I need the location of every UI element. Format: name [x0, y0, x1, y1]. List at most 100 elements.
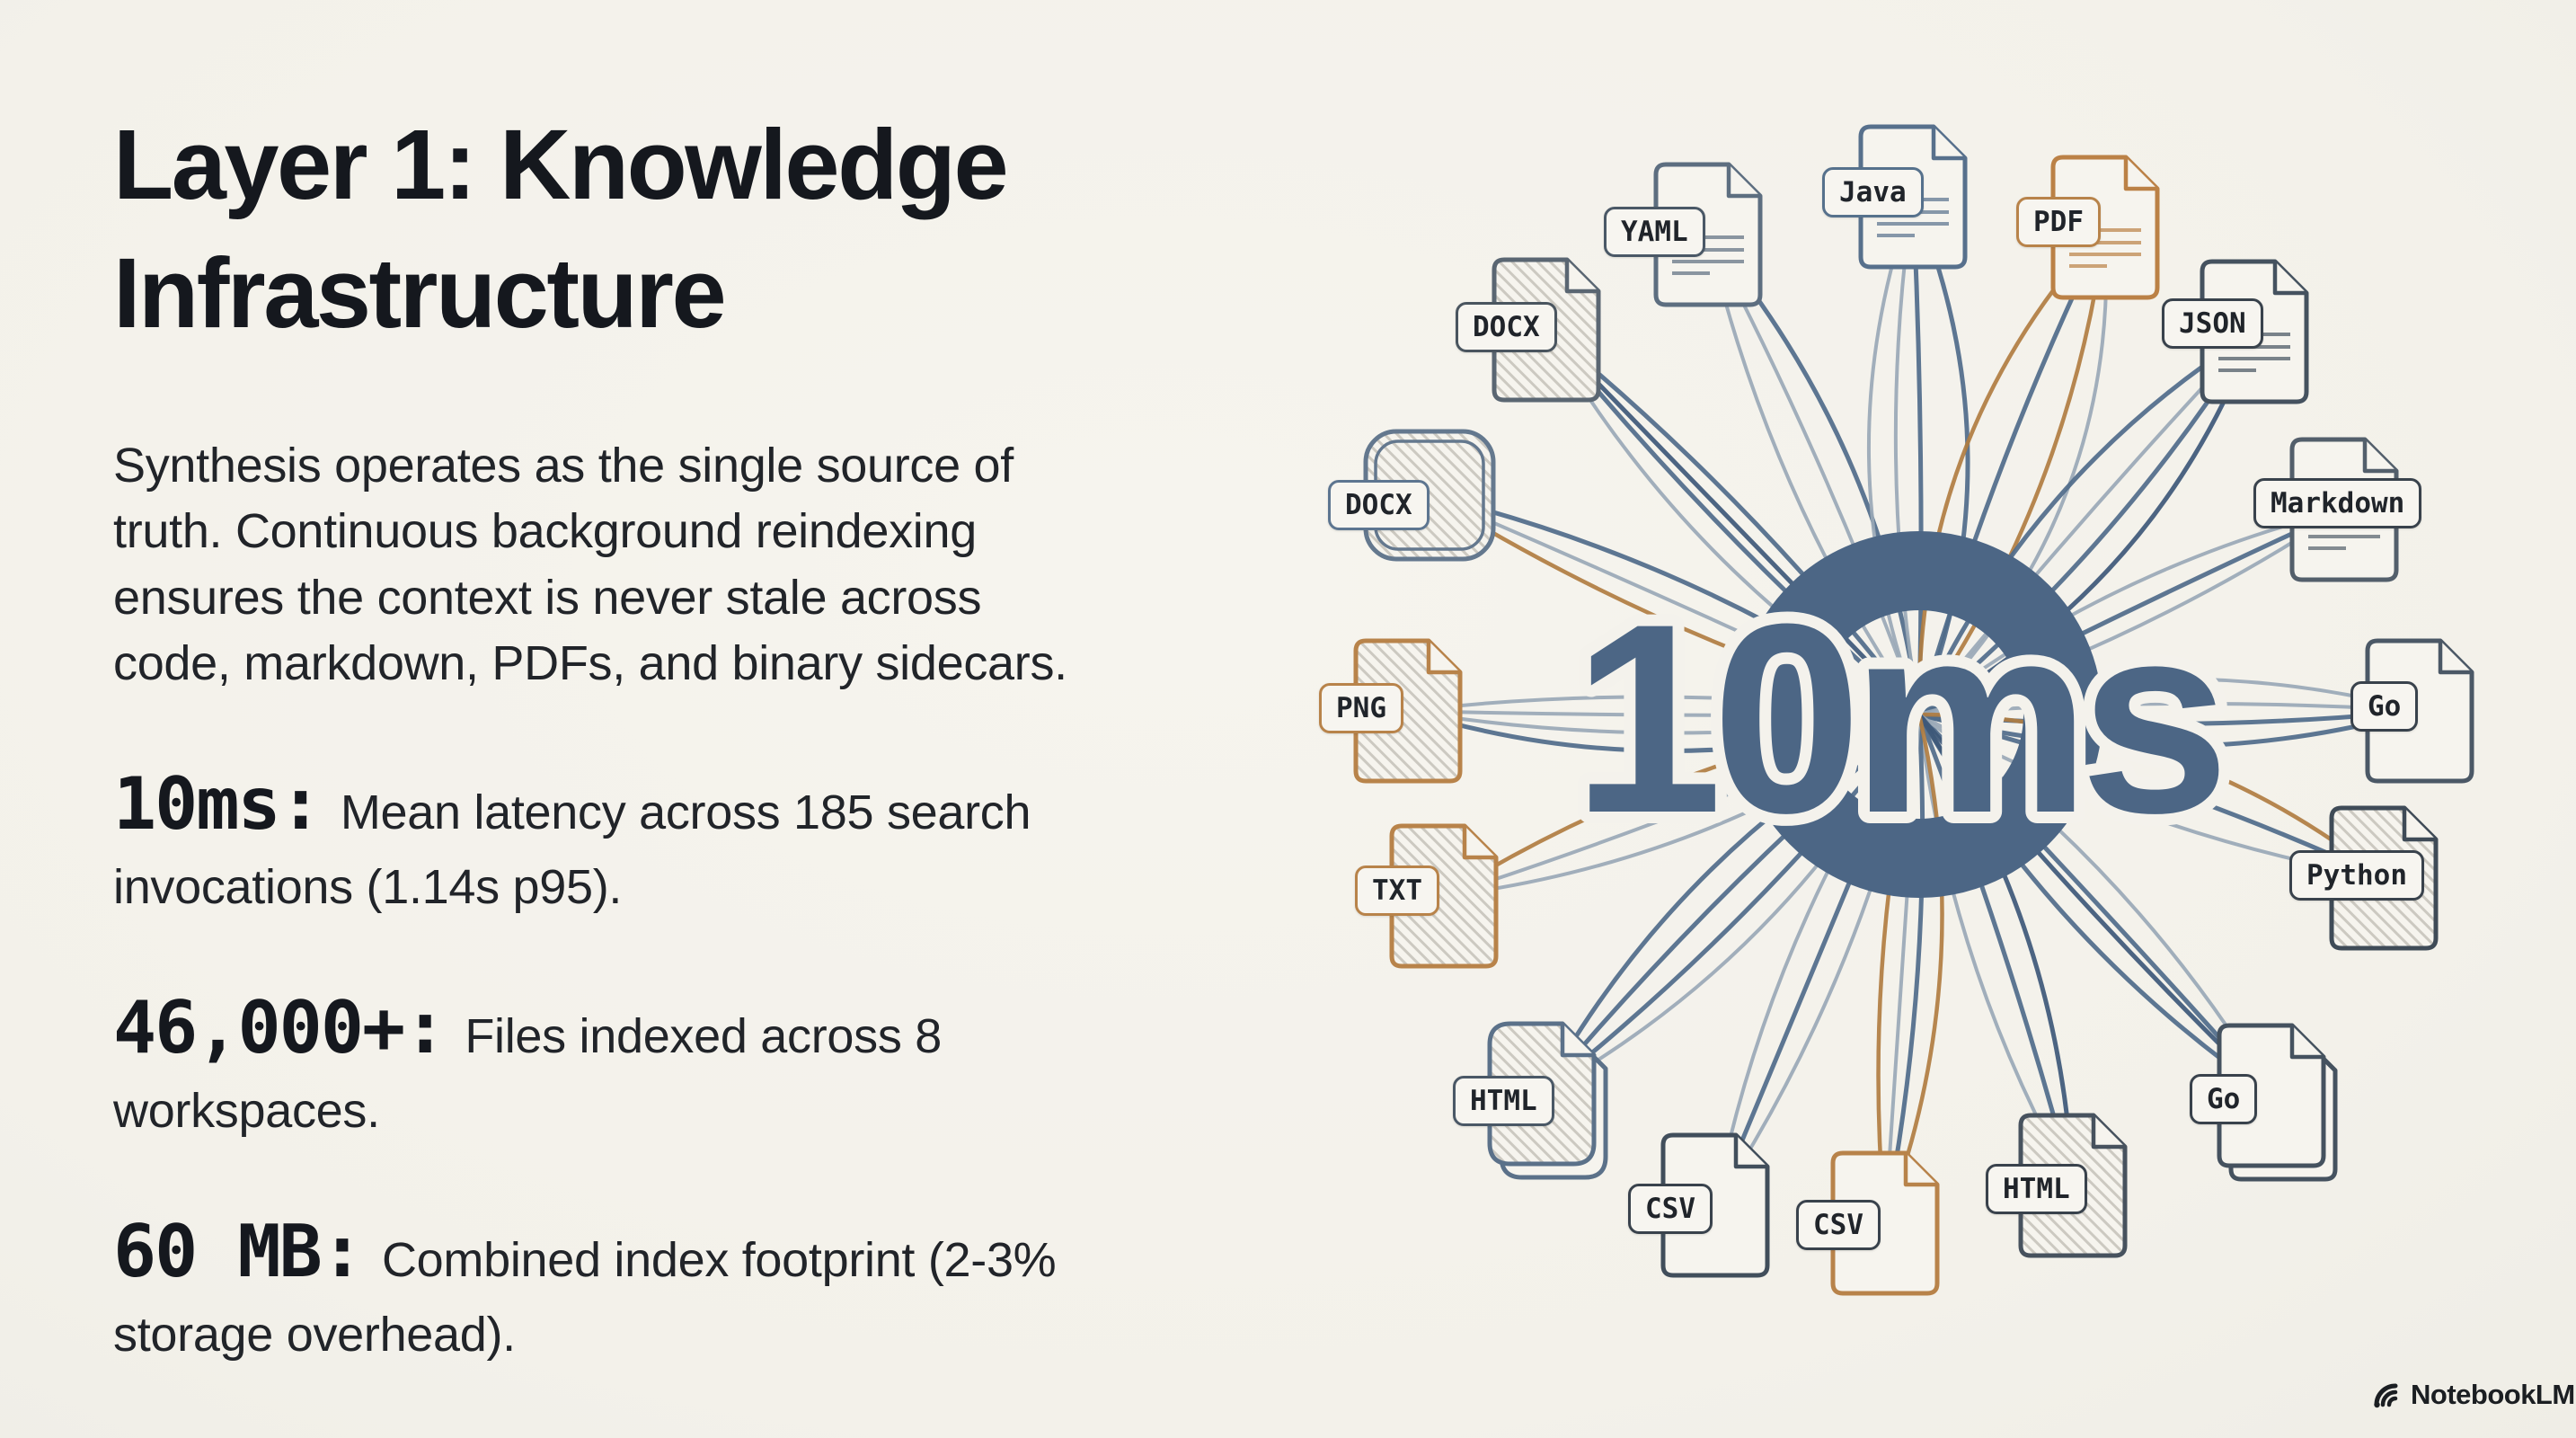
edge-json — [1917, 330, 2256, 716]
java-file-icon — [1858, 124, 1968, 270]
edge-png — [1406, 709, 1921, 717]
edge-docx2 — [1427, 493, 1922, 717]
hub-ring — [1736, 531, 2102, 898]
file-node-python: Python — [2289, 805, 2444, 961]
edge-yaml — [1705, 232, 1922, 717]
notebooklm-watermark: NotebookLM — [2370, 1379, 2575, 1411]
edge-markdown — [1917, 508, 2346, 716]
edge-go1 — [1917, 708, 2422, 749]
file-node-docx2: DOCX — [1328, 428, 1502, 573]
file-type-label: JSON — [2162, 298, 2263, 349]
title-line-2: Infrastructure — [113, 238, 727, 349]
edge-csv1 — [1713, 712, 1922, 1208]
intro-paragraph: Synthesis operates as the single source … — [113, 433, 1227, 697]
file-type-label: HTML — [1453, 1076, 1554, 1126]
docx2-file-icon — [1363, 429, 1496, 562]
text-panel: Layer 1: Knowledge Infrastructure Synthe… — [113, 101, 1227, 1368]
edge-java — [1910, 194, 1924, 717]
file-type-label: Go — [2190, 1074, 2258, 1124]
edge-go2 — [1917, 712, 2274, 1098]
file-type-label: PDF — [2016, 197, 2101, 247]
file-node-go1: Go — [2350, 638, 2480, 794]
text-line: truth. Continuous background reindexing — [113, 504, 977, 559]
markdown-file-icon — [2289, 437, 2399, 582]
title-line-1: Layer 1: Knowledge — [113, 110, 1009, 220]
edge-html1 — [1539, 712, 1922, 1096]
edge-pdf — [1917, 225, 2108, 717]
yaml-file-icon — [1653, 162, 1763, 307]
file-type-label: CSV — [1628, 1184, 1713, 1234]
edge-html2 — [1917, 712, 2076, 1188]
file-node-csv1: CSV — [1628, 1132, 1775, 1288]
edge-png — [1406, 709, 1921, 735]
docx1-file-icon — [1492, 257, 1601, 403]
file-node-txt: TXT — [1355, 823, 1504, 979]
file-type-label: Python — [2289, 850, 2424, 901]
edge-yaml — [1706, 233, 1921, 716]
edge-csv2 — [1882, 712, 1944, 1226]
edge-docx1 — [1544, 327, 1922, 717]
html1-file-icon — [1487, 1021, 1608, 1180]
stat-item: 10ms:Mean latency across 185 search invo… — [113, 755, 1182, 921]
notebooklm-logo-icon — [2374, 1383, 2398, 1408]
edge-docx2 — [1427, 493, 1922, 717]
file-node-markdown: Markdown — [2253, 437, 2422, 592]
edge-csv2 — [1882, 712, 1925, 1226]
edge-pdf — [1917, 226, 2109, 716]
edge-java — [1910, 194, 1970, 717]
edge-docx1 — [1545, 328, 1921, 716]
csv2-file-icon — [1830, 1150, 1940, 1296]
file-node-png: PNG — [1319, 638, 1468, 794]
edge-txt — [1442, 713, 1921, 898]
json-file-icon — [2200, 259, 2309, 404]
file-type-label: Markdown — [2253, 478, 2422, 528]
edge-pdf — [1917, 225, 2108, 717]
edge-csv1 — [1713, 713, 1921, 1207]
edge-java — [1866, 195, 1921, 716]
edge-html1 — [1540, 713, 1921, 1096]
edge-txt — [1441, 712, 1922, 899]
stat-value: 46,000+: — [113, 985, 447, 1070]
edge-python — [1917, 712, 2386, 881]
notebooklm-label: NotebookLM — [2411, 1379, 2575, 1410]
file-node-go2: Go — [2190, 1023, 2342, 1191]
python-file-icon — [2329, 805, 2439, 951]
file-node-html2: HTML — [1986, 1113, 2133, 1268]
go2-file-icon — [2217, 1023, 2338, 1182]
stat-value: 10ms: — [113, 761, 323, 846]
file-type-label: YAML — [1604, 207, 1705, 257]
edge-go2 — [1917, 713, 2273, 1097]
edge-java — [1893, 195, 1921, 716]
stat-value: 60 MB: — [113, 1209, 364, 1293]
file-node-html1: HTML — [1453, 1021, 1613, 1189]
file-type-label: PNG — [1319, 683, 1403, 733]
stat-desc: Combined index footprint (2-3% storage o… — [113, 1232, 1057, 1362]
edge-html2 — [1917, 712, 2076, 1188]
file-node-java: Java — [1822, 124, 1973, 280]
edge-markdown — [1917, 508, 2346, 716]
edge-go1 — [1917, 677, 2421, 716]
edge-html1 — [1539, 712, 1922, 1096]
stat-item: 60 MB:Combined index footprint (2-3% sto… — [113, 1203, 1182, 1369]
edge-python — [1917, 712, 2386, 881]
edge-html2 — [1917, 713, 2075, 1187]
edge-python — [1917, 713, 2386, 880]
edge-png — [1405, 708, 1922, 754]
edge-csv2 — [1883, 713, 1921, 1225]
file-type-label: Go — [2350, 681, 2419, 732]
file-node-docx1: DOCX — [1456, 257, 1607, 413]
edge-go2 — [1917, 712, 2274, 1098]
file-type-label: HTML — [1986, 1164, 2087, 1214]
txt-file-icon — [1389, 823, 1499, 969]
stat-item: 46,000+:Files indexed across 8 workspace… — [113, 979, 1182, 1145]
file-type-label: TXT — [1355, 865, 1439, 916]
text-line: code, markdown, PDFs, and binary sidecar… — [113, 636, 1067, 691]
edge-yaml — [1706, 233, 1921, 716]
file-node-csv2: CSV — [1796, 1150, 1945, 1306]
pdf-file-icon — [2050, 155, 2160, 300]
edge-html1 — [1539, 712, 1922, 1096]
edge-go1 — [1917, 708, 2422, 727]
go1-file-icon — [2365, 638, 2474, 784]
csv1-file-icon — [1660, 1132, 1770, 1278]
edge-json — [1917, 329, 2257, 717]
